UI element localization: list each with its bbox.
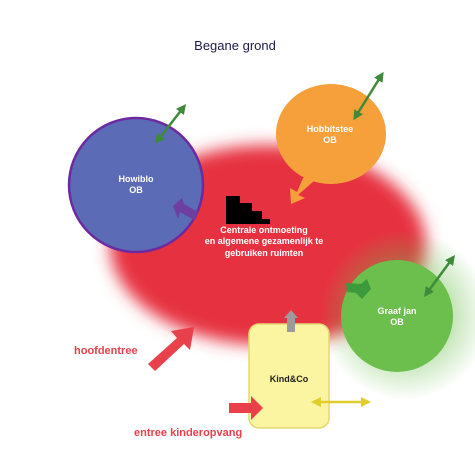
hobbitstee-entry-arrow-icon bbox=[290, 174, 315, 204]
main-entrance-arrow-icon bbox=[148, 327, 194, 371]
howiblo-entry-arrow-icon bbox=[173, 198, 198, 220]
main-entrance-label: hoofdentree bbox=[74, 345, 138, 357]
howiblo-label: Howiblo OB bbox=[118, 174, 154, 196]
childcare-entrance-arrow-icon bbox=[229, 396, 263, 420]
howiblo-arrow-icon bbox=[154, 104, 187, 144]
diagram-title: Begane grond bbox=[194, 38, 276, 53]
kindco-label: Kind&Co bbox=[269, 374, 309, 384]
childcare-entrance-label: entree kinderopvang bbox=[134, 427, 243, 439]
stairs-icon bbox=[226, 196, 270, 224]
graaf-jan-arrow-icon bbox=[424, 254, 455, 298]
hobbitstee-label: Hobbitstee OB bbox=[306, 124, 354, 146]
graaf-jan-entry-arrow-icon bbox=[346, 279, 371, 299]
hobbitstee-arrow-icon bbox=[353, 71, 384, 121]
graaf-jan-label: Graaf jan OB bbox=[377, 306, 417, 328]
kindco-entry-arrow-icon-stem bbox=[287, 318, 295, 332]
central-area-label: Centrale ontmoeting en algemene gezamenl… bbox=[204, 225, 324, 258]
howiblo-circle bbox=[67, 116, 205, 254]
